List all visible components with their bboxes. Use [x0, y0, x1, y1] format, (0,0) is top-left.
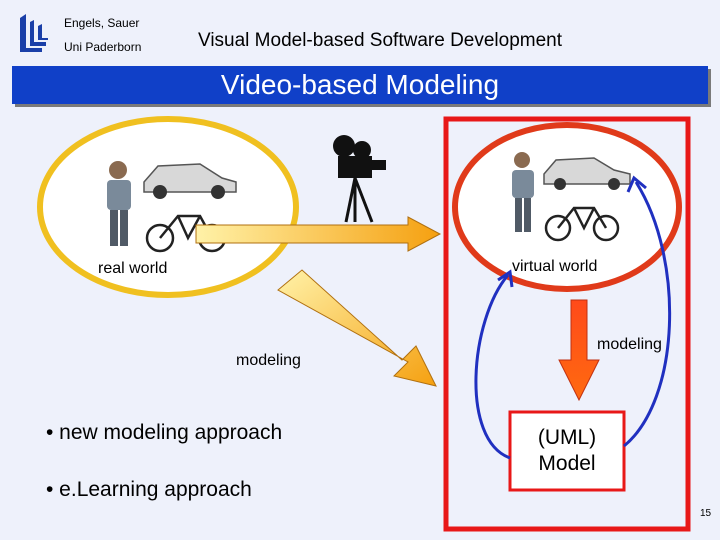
real-world-ellipse — [37, 116, 299, 298]
uml-model-line2: Model — [538, 452, 596, 475]
slide-title: Video-based Modeling — [220, 69, 500, 100]
page-number: 15 — [700, 508, 712, 519]
car-icon — [543, 157, 631, 190]
bicycle-icon — [544, 206, 620, 242]
virtual-world-label: virtual world — [512, 258, 598, 275]
slide-title-bar: Video-based Modeling — [12, 66, 708, 104]
car-icon — [143, 163, 237, 199]
course-title: Visual Model-based Software Development — [198, 30, 563, 51]
bullet-item: • e.Learning approach — [46, 478, 252, 501]
virtual-world-ellipse — [452, 122, 682, 292]
header-university: Uni Paderborn — [64, 40, 142, 54]
movie-camera-icon — [333, 135, 386, 223]
uml-model-box — [508, 410, 626, 492]
arrow-right-icon — [195, 216, 442, 252]
real-world-label: real world — [98, 260, 168, 277]
loop-arrow-left — [474, 269, 514, 460]
virtual-world-frame — [443, 116, 691, 532]
arrow-diagonal-icon — [277, 269, 437, 387]
person-icon — [512, 152, 534, 232]
loop-arrow-right — [623, 175, 672, 448]
uml-model-line1: (UML) — [537, 426, 597, 449]
uml-model-label: (UML) Model — [510, 425, 624, 477]
university-logo — [16, 12, 52, 56]
arrow-down-icon — [558, 299, 600, 402]
modeling-right-label: modeling — [597, 336, 662, 353]
bullet-item: • new modeling approach — [46, 421, 283, 444]
header-author: Engels, Sauer — [64, 16, 140, 30]
person-icon — [107, 161, 131, 246]
modeling-left-label: modeling — [236, 352, 301, 369]
